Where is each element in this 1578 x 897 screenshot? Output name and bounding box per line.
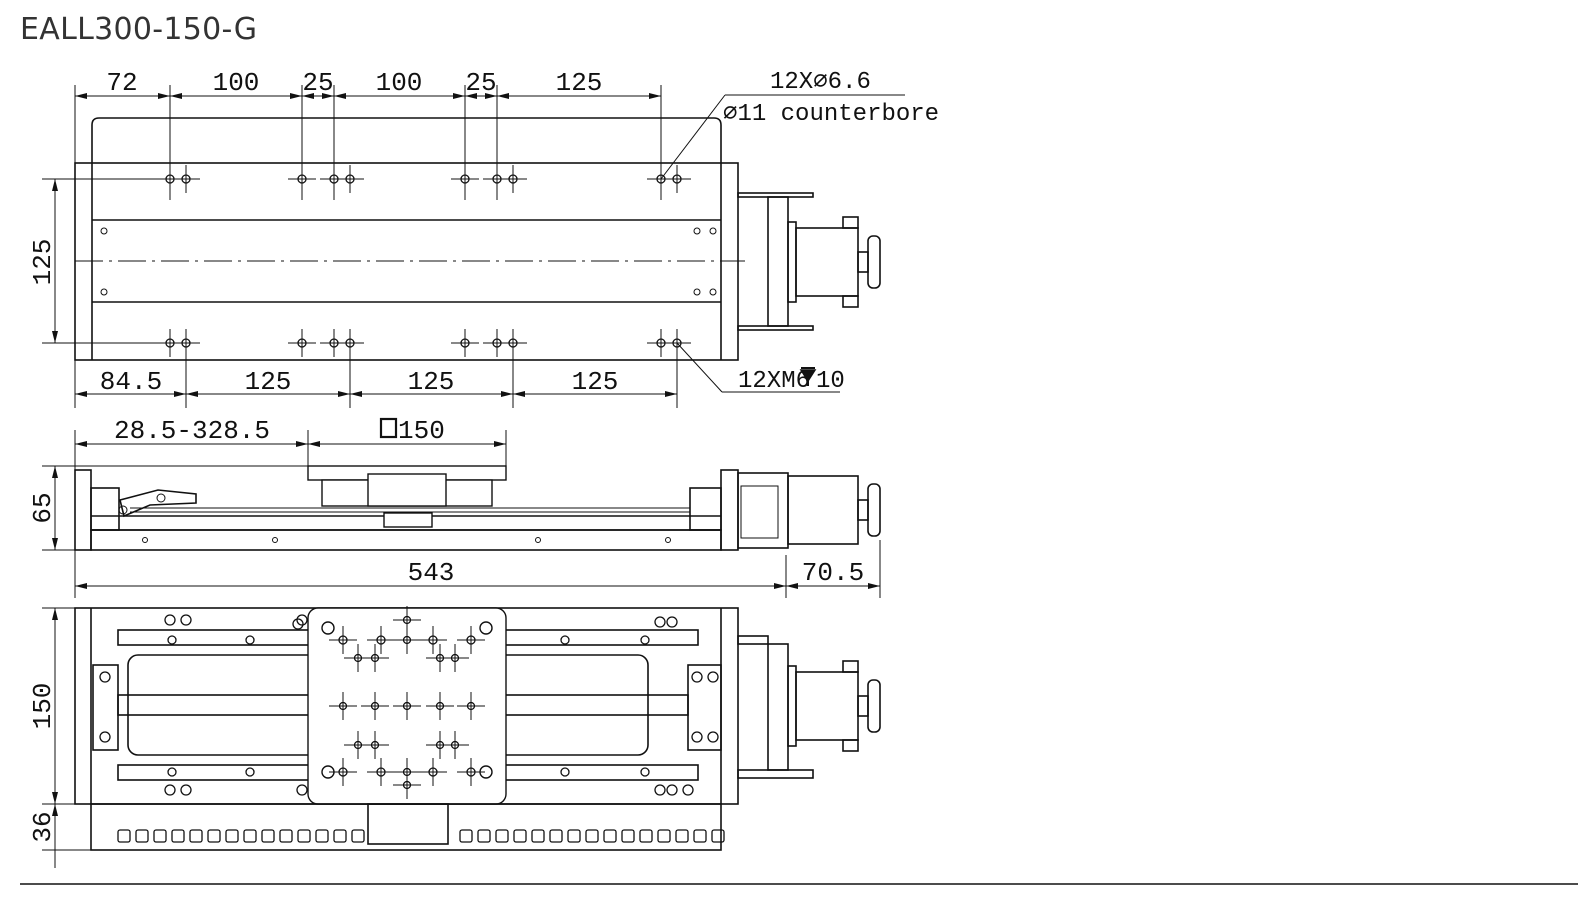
chain-link — [711, 829, 725, 843]
chain-link — [495, 829, 509, 843]
carriage-corner-hole — [479, 621, 493, 635]
base-hole — [654, 784, 666, 796]
chain-link — [693, 829, 707, 843]
chain-link — [477, 829, 491, 843]
dim-top-25a: 25 — [302, 68, 333, 98]
dim-bottom-width: 150 — [28, 683, 58, 730]
note-taps-depth: 10 — [816, 368, 845, 395]
chain-link — [459, 829, 473, 843]
dim-top-100a: 100 — [213, 68, 260, 98]
dim-length: 543 — [408, 558, 455, 588]
rail-hole — [167, 635, 177, 645]
chain-link — [243, 829, 257, 843]
note-counterbore: ⌀11 counterbore — [723, 101, 939, 128]
base-hole — [164, 614, 176, 626]
dim-top-100b: 100 — [376, 68, 423, 98]
note-taps: 12XM6 — [738, 368, 810, 395]
square-symbol-icon — [379, 417, 398, 439]
base-hole — [180, 614, 192, 626]
rail-hole — [245, 635, 255, 645]
chain-link — [675, 829, 689, 843]
chain-link — [567, 829, 581, 843]
chain-link — [261, 829, 275, 843]
side-view: 28.5-328.5 150 — [28, 416, 881, 598]
dim-bottom-125c: 125 — [572, 367, 619, 397]
end-block-hole — [99, 671, 111, 683]
chain-link — [531, 829, 545, 843]
chain-link — [171, 829, 185, 843]
chain-link — [189, 829, 203, 843]
chain-link — [351, 829, 365, 843]
chain-link — [279, 829, 293, 843]
depth-symbol-icon — [799, 369, 817, 383]
carriage-corner-hole — [321, 621, 335, 635]
dim-stroke: 28.5-328.5 — [114, 416, 270, 446]
end-block-hole — [707, 671, 719, 683]
base-hole — [292, 618, 304, 630]
dim-top-height: 125 — [28, 239, 58, 286]
end-block-hole — [691, 671, 703, 683]
rail-holes — [99, 614, 719, 796]
rail-hole — [640, 635, 650, 645]
chain-link — [603, 829, 617, 843]
rail-hole — [640, 767, 650, 777]
note-holes: 12X⌀6.6 — [770, 69, 871, 96]
base-hole — [654, 616, 666, 628]
chain-link — [333, 829, 347, 843]
end-block-hole — [707, 731, 719, 743]
chain-link — [135, 829, 149, 843]
carriage-hole-pattern — [321, 606, 493, 799]
end-block-hole — [99, 731, 111, 743]
chain-link — [513, 829, 527, 843]
base-hole — [666, 616, 678, 628]
dim-motor: 70.5 — [802, 558, 864, 588]
chain-link — [153, 829, 167, 843]
end-block-hole — [691, 731, 703, 743]
base-hole — [682, 784, 694, 796]
dim-chain: 36 — [28, 811, 58, 842]
rail-hole — [245, 767, 255, 777]
top-view: 72 100 25 100 25 125 12X⌀6.6 ⌀11 counter… — [28, 68, 939, 408]
rail-hole — [167, 767, 177, 777]
drag-chain-links — [117, 829, 725, 843]
dim-top-25b: 25 — [465, 68, 496, 98]
dim-bottom-125a: 125 — [245, 367, 292, 397]
dim-bottom-84-5: 84.5 — [100, 367, 162, 397]
chain-link — [621, 829, 635, 843]
base-hole — [164, 784, 176, 796]
dim-top-125: 125 — [556, 68, 603, 98]
chain-link — [225, 829, 239, 843]
dim-side-height: 65 — [28, 492, 58, 523]
drawing-title: EALL300-150-G — [20, 12, 258, 47]
base-hole — [666, 784, 678, 796]
chain-link — [639, 829, 653, 843]
base-hole — [296, 614, 308, 626]
bottom-view: 150 36 — [28, 606, 881, 868]
dim-table-size: 150 — [398, 416, 445, 446]
dim-top-72: 72 — [106, 68, 137, 98]
chain-link — [549, 829, 563, 843]
chain-link — [585, 829, 599, 843]
base-hole — [180, 784, 192, 796]
chain-link — [117, 829, 131, 843]
chain-link — [657, 829, 671, 843]
chain-link — [207, 829, 221, 843]
chain-link — [297, 829, 311, 843]
rail-hole — [560, 635, 570, 645]
dim-bottom-125b: 125 — [408, 367, 455, 397]
chain-link — [315, 829, 329, 843]
base-hole — [296, 784, 308, 796]
rail-hole — [560, 767, 570, 777]
